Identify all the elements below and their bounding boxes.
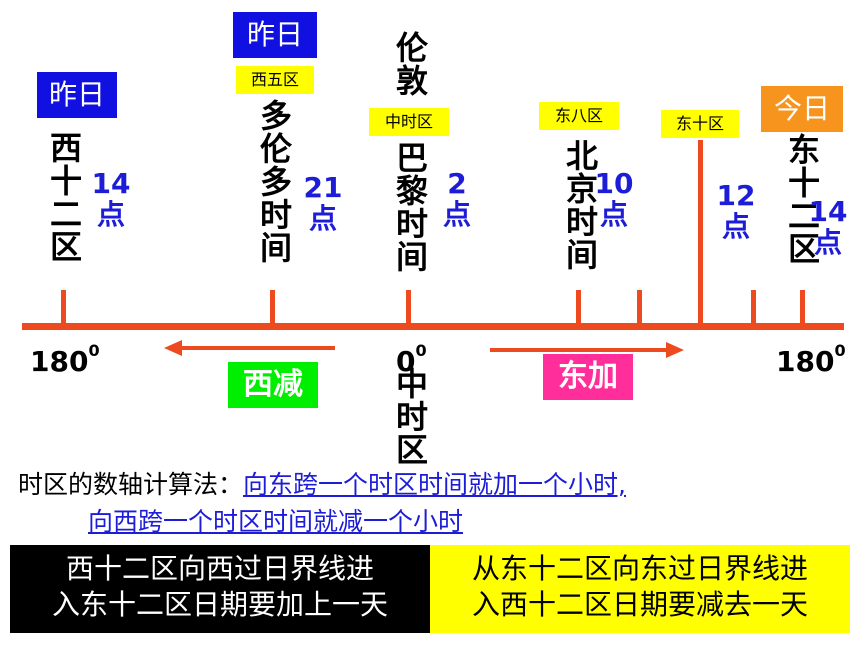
center-zone-label: 中时区 (395, 365, 428, 469)
badge-yesterday-west12: 昨日 (37, 72, 117, 118)
rule-line-1: 时区的数轴计算法：向东跨一个时区时间就加一个小时, (18, 470, 858, 500)
box-left-line-1: 西十二区向西过日界线进 (65, 552, 374, 585)
timeline-axis (22, 323, 844, 330)
box-left-line-2: 入东十二区日期要加上一天 (51, 588, 388, 621)
zone-name-center: 巴黎时间 (395, 139, 428, 276)
box-right-line-2: 入西十二区日期要减去一天 (471, 588, 808, 621)
arrow-west (164, 340, 335, 356)
box-right-line-1: 从东十二区向东过日界线进 (471, 552, 808, 585)
tick-east12 (800, 290, 805, 326)
zone-name-west12: 西十二区 (49, 129, 82, 266)
rule-prefix: 时区的数轴计算法： (18, 470, 244, 499)
zone-hour-east10: 12点 (716, 179, 756, 243)
box-east-to-west: 从东十二区向东过日界线进 入西十二区日期要减去一天 (430, 545, 850, 633)
box-west-to-east: 西十二区向西过日界线进 入东十二区日期要加上一天 (10, 545, 430, 633)
degree-right-sup: 0 (834, 341, 846, 360)
tick-west5 (270, 290, 275, 326)
rule-west-text: 向西跨一个时区时间就减一个小时 (88, 507, 464, 536)
zone-hour-west12: 14点 (91, 167, 131, 231)
degree-center-sup: 0 (415, 341, 427, 360)
tag-east8: 东八区 (539, 102, 619, 130)
rule-line-2: 向西跨一个时区时间就减一个小时 (88, 507, 688, 537)
zone-top-name-center: 伦敦 (395, 29, 428, 100)
degree-left-sup: 0 (88, 341, 100, 360)
tick-east9 (637, 290, 642, 326)
badge-yesterday-west5: 昨日 (233, 12, 317, 58)
degree-center: 00 (396, 341, 427, 378)
degree-left-value: 180 (30, 345, 89, 378)
tag-west5: 西五区 (236, 66, 314, 94)
zone-hour-west5: 21点 (303, 171, 343, 235)
east-add-label: 东加 (543, 354, 633, 400)
zone-hour-east8: 10点 (594, 167, 634, 231)
degree-right-value: 180 (776, 345, 835, 378)
rule-east-text: 向东跨一个时区时间就加一个小时, (243, 470, 626, 499)
tick-east11 (751, 290, 756, 326)
zone-hour-center: 2点 (442, 167, 471, 231)
tick-west12 (61, 290, 66, 326)
tag-center: 中时区 (369, 108, 449, 136)
tick-center (406, 290, 411, 326)
tick-east8 (576, 290, 581, 326)
zone-name-east12: 东十二区 (787, 131, 820, 268)
degree-left: 1800 (30, 341, 100, 378)
badge-today-east12: 今日 (761, 86, 843, 132)
west-subtract-label: 西减 (228, 362, 318, 408)
zone-hour-east12: 14点 (808, 195, 848, 259)
zone-name-west5: 多伦多时间 (259, 97, 292, 267)
degree-center-value: 0 (396, 345, 416, 378)
tick-east10 (698, 140, 703, 326)
degree-right: 1800 (776, 341, 846, 378)
tag-east10: 东十区 (661, 110, 739, 138)
zone-name-east8: 北京时间 (565, 137, 598, 274)
arrow-east (490, 342, 684, 358)
